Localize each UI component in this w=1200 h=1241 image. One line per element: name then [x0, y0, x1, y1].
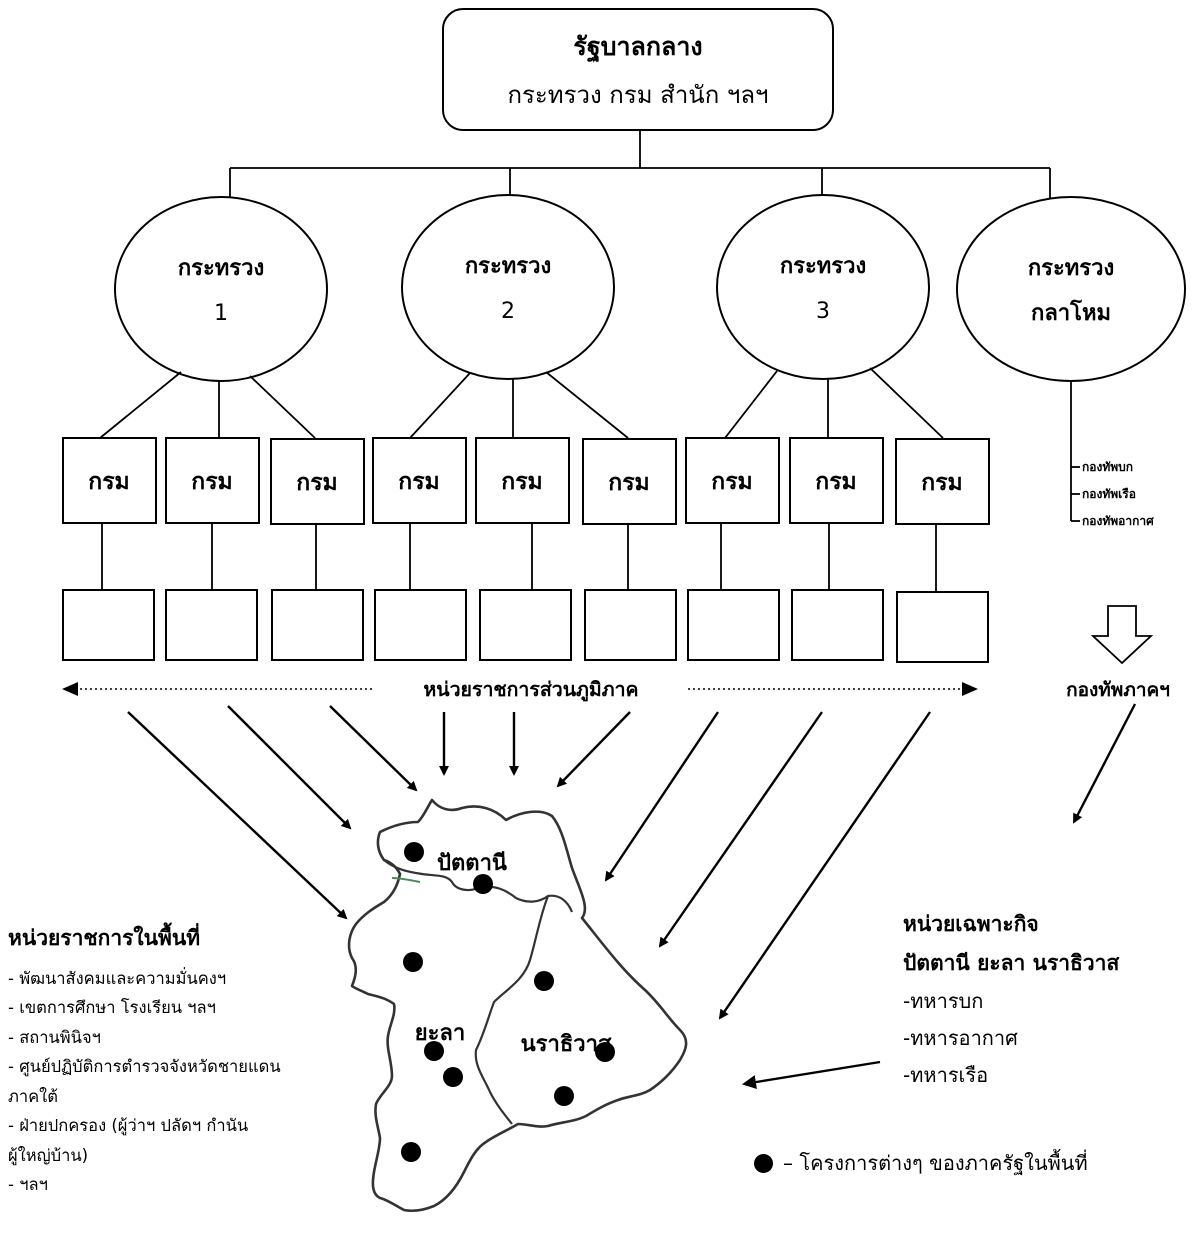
arrow-right-icon	[962, 682, 978, 696]
special-unit-item: -ทหารบก	[903, 989, 984, 1013]
ministry-3-label: กระทรวง	[780, 254, 866, 279]
department-box	[475, 437, 570, 524]
local-units-title: หน่วยราชการในพื้นที่	[8, 926, 201, 950]
ministry-defense-name: กลาโหม	[1031, 299, 1111, 326]
project-marker	[403, 952, 423, 972]
special-unit-item: -ทหารอากาศ	[903, 1026, 1018, 1050]
department-label: กรม	[88, 469, 129, 495]
province-map: ปัตตานี ยะลา นราธิวาส	[347, 798, 688, 1213]
regional-unit-box	[896, 591, 989, 663]
special-units-title: หน่วยเฉพาะกิจ	[903, 912, 1039, 936]
local-unit-item: - เขตการศึกษา โรงเรียน ฯลฯ	[8, 998, 216, 1017]
central-government-box	[442, 8, 834, 131]
department-row: กรม กรม กรม กรม กรม กรม กรม กรม กรม	[62, 437, 990, 525]
defense-branches: กองทัพบก กองทัพเรือ กองทัพอากาศ	[1070, 381, 1154, 528]
special-units-subtitle: ปัตตานี ยะลา นราธิวาส	[903, 951, 1120, 975]
project-marker	[424, 1041, 444, 1061]
province-pattani-label: ปัตตานี	[437, 851, 507, 876]
department-label: กรม	[191, 469, 232, 495]
local-unit-item: - ศูนย์ปฏิบัติการตำรวจจังหวัดชายแดนภาคใต…	[8, 1057, 281, 1106]
local-units-panel: หน่วยราชการในพื้นที่ - พัฒนาสังคมและความ…	[8, 924, 308, 1200]
department-unit-connectors	[101, 523, 937, 592]
project-marker	[401, 1142, 421, 1162]
department-label: กรม	[815, 469, 856, 495]
regional-unit-row	[62, 589, 989, 663]
central-government-title: รัฐบาลกลาง	[573, 32, 702, 63]
project-marker	[473, 874, 493, 894]
province-yala-label: ยะลา	[415, 1021, 466, 1046]
regional-unit-box	[271, 589, 364, 661]
regional-unit-box	[791, 589, 884, 661]
tree-connectors	[229, 130, 1051, 200]
project-marker	[554, 1086, 574, 1106]
unit-to-area-arrows	[127, 703, 1137, 1089]
department-box	[685, 437, 780, 524]
region-outline	[347, 798, 688, 1213]
department-box	[165, 437, 260, 524]
department-box	[270, 438, 365, 525]
regional-unit-box	[687, 589, 780, 661]
regional-unit-box	[374, 589, 467, 661]
arrow-left-icon	[62, 682, 78, 696]
regional-units-label: หน่วยราชการส่วนภูมิภาค	[423, 678, 638, 703]
department-box	[62, 437, 157, 524]
regional-unit-box	[165, 589, 258, 661]
yala-narathiwat-border	[474, 895, 550, 1125]
project-marker	[443, 1067, 463, 1087]
legend-text: – โครงการต่างๆ ของภาครัฐในพื้นที่	[783, 1151, 1088, 1175]
project-marker-icon	[754, 1153, 773, 1173]
department-label: กรม	[501, 469, 542, 495]
ministry-2	[401, 194, 615, 380]
ministry-1-label: กระทรวง	[178, 256, 264, 281]
department-label: กรม	[711, 469, 752, 495]
ministry-2-label: กระทรวง	[465, 254, 551, 279]
department-label: กรม	[608, 470, 649, 496]
regional-unit-box	[584, 589, 677, 661]
defense-branch-army: กองทัพบก	[1082, 460, 1133, 474]
ministry-1-number: 1	[214, 301, 228, 326]
local-unit-item: - สถานพินิจฯ	[8, 1027, 101, 1047]
regional-unit-box	[62, 589, 155, 661]
local-unit-item: - ฝ่ายปกครอง (ผู้ว่าฯ ปลัดฯ กำนัน ผู้ใหญ…	[8, 1116, 249, 1165]
department-box	[582, 438, 677, 525]
ministry-department-connectors	[99, 367, 944, 439]
legend: – โครงการต่างๆ ของภาครัฐในพื้นที่	[754, 1147, 1088, 1179]
ministry-1	[114, 196, 328, 382]
pattani-coast	[391, 877, 421, 883]
ministry-3	[716, 194, 930, 380]
local-unit-item: - พัฒนาสังคมและความมั่นคงฯ	[8, 968, 227, 988]
department-label: กรม	[398, 469, 439, 495]
special-unit-item: -ทหารเรือ	[903, 1063, 989, 1087]
department-box	[895, 438, 990, 525]
department-label: กรม	[921, 470, 962, 496]
project-marker	[404, 842, 424, 862]
ministry-2-number: 2	[501, 299, 515, 324]
defense-branch-navy: กองทัพเรือ	[1082, 487, 1136, 501]
department-box	[789, 437, 884, 524]
ministry-defense-label: กระทรวง	[1028, 256, 1114, 281]
project-marker	[534, 971, 554, 991]
central-government-subtitle: กระทรวง กรม สำนัก ฯลฯ	[507, 81, 768, 109]
ministry-3-number: 3	[816, 299, 830, 324]
special-units-panel: หน่วยเฉพาะกิจ ปัตตานี ยะลา นราธิวาส -ทหา…	[903, 905, 1198, 1094]
local-unit-item: - ฯลฯ	[8, 1175, 48, 1194]
project-marker	[595, 1042, 615, 1062]
department-box	[372, 437, 467, 524]
hollow-down-arrow-icon	[1090, 605, 1154, 665]
regional-army-label: กองทัพภาคฯ	[1066, 679, 1170, 701]
defense-branch-airforce: กองทัพอากาศ	[1082, 514, 1154, 528]
regional-unit-box	[479, 589, 572, 661]
ministry-defense	[956, 196, 1186, 382]
regional-units-span: หน่วยราชการส่วนภูมิภาค	[62, 678, 978, 703]
department-label: กรม	[296, 470, 337, 496]
